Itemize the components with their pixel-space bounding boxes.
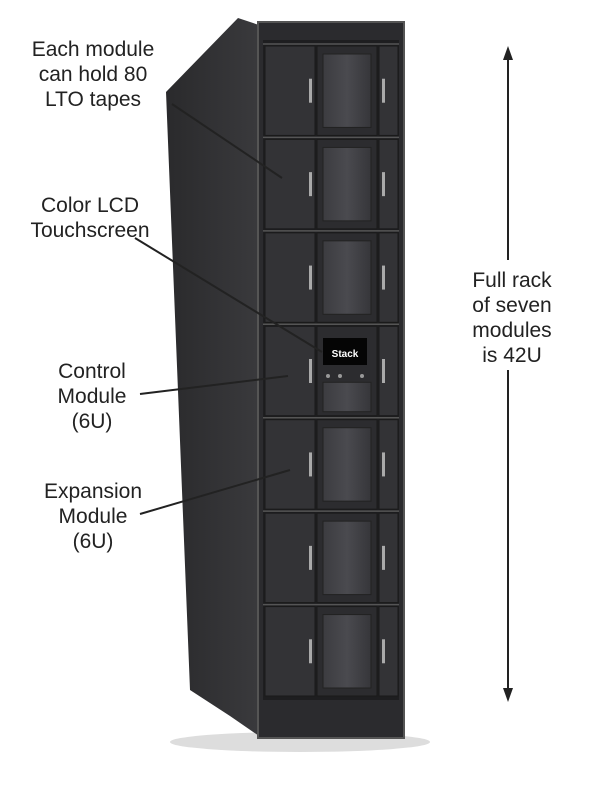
module-left-door	[264, 138, 316, 230]
leader-line-expansion-module	[139, 469, 291, 515]
note-line: Full rack	[472, 269, 552, 292]
callout-line: (6U)	[72, 410, 113, 433]
callout-line: Touchscreen	[30, 219, 149, 242]
module-window	[322, 614, 372, 689]
callout-line: Each module	[32, 38, 155, 61]
door-handle	[309, 639, 312, 664]
note-line: of seven	[472, 294, 551, 317]
module-5	[263, 416, 399, 510]
note-line: modules	[472, 319, 551, 342]
door-handle	[382, 359, 385, 383]
door-handle	[309, 78, 312, 103]
module-window	[322, 53, 372, 128]
callout-line: Module	[59, 505, 128, 528]
door-handle	[382, 172, 385, 197]
lcd-touchscreen: Stack	[323, 338, 367, 378]
module-left-door	[264, 606, 316, 697]
callout-line: Module	[58, 385, 127, 408]
module-right-door	[378, 45, 399, 136]
module-window	[322, 146, 372, 222]
height-arrow	[462, 46, 562, 702]
module-1	[263, 43, 399, 136]
module-3	[263, 230, 399, 323]
lcd-logo: Stack	[332, 349, 359, 360]
rack-side-panel	[166, 18, 262, 738]
door-handle	[382, 78, 385, 103]
door-handle	[309, 359, 312, 383]
door-handle	[309, 172, 312, 197]
leader-line-control-module	[139, 375, 289, 395]
callout-line: Expansion	[44, 480, 142, 503]
module-right-door	[378, 512, 399, 604]
module-window	[322, 381, 372, 413]
door-handle	[382, 265, 385, 290]
note-line: is 42U	[482, 344, 542, 367]
module-window	[322, 240, 372, 315]
module-6	[263, 510, 399, 604]
module-right-door	[378, 606, 399, 697]
door-handle	[309, 545, 312, 570]
callout-line: Control	[58, 360, 126, 383]
callout-line: Color LCD	[41, 194, 139, 217]
callout-line: can hold 80	[39, 63, 148, 86]
module-right-door	[378, 138, 399, 230]
door-handle	[382, 545, 385, 570]
door-handle	[382, 452, 385, 477]
callout-line: (6U)	[73, 530, 114, 553]
leader-line-module-capacity	[171, 103, 283, 179]
leader-line-lcd	[134, 237, 323, 353]
door-handle	[309, 452, 312, 477]
modules	[263, 43, 399, 697]
module-right-door	[378, 419, 399, 510]
module-left-door	[264, 325, 316, 417]
module-7	[263, 603, 399, 697]
callout-line: LTO tapes	[45, 88, 141, 111]
module-2	[263, 136, 399, 230]
module-window	[322, 427, 372, 502]
door-handle	[382, 639, 385, 664]
module-left-door	[264, 232, 316, 323]
module-right-door	[378, 232, 399, 323]
module-window	[322, 520, 372, 596]
module-left-door	[264, 45, 316, 136]
door-handle	[309, 265, 312, 290]
module-left-door	[264, 419, 316, 510]
module-left-door	[264, 512, 316, 604]
module-right-door	[378, 325, 399, 417]
